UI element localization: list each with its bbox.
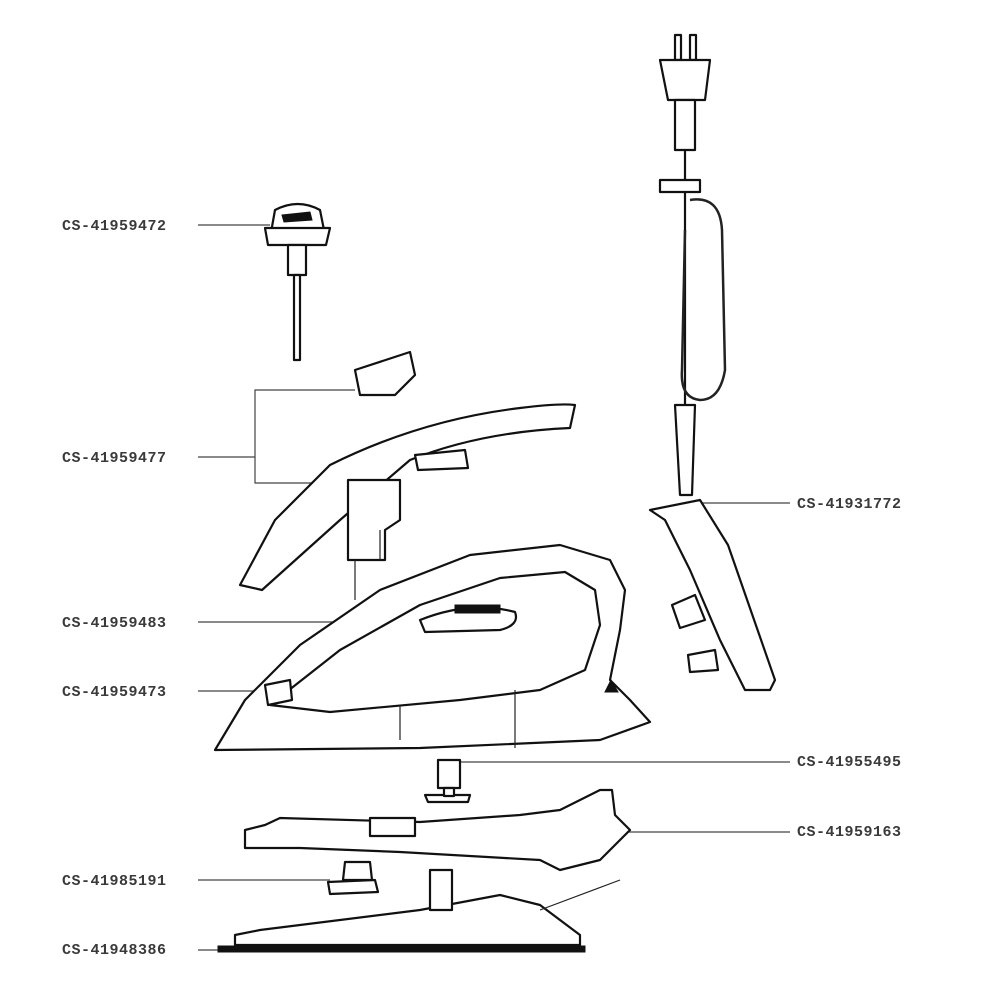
label-valve: CS-41955495 bbox=[797, 754, 902, 771]
iron-body-part bbox=[213, 543, 652, 752]
valve-part bbox=[423, 758, 472, 804]
label-soleplate: CS-41948386 bbox=[62, 942, 167, 959]
thermostat-knob-part bbox=[263, 202, 332, 362]
soleplate-part bbox=[217, 868, 621, 953]
leader-lines bbox=[198, 224, 790, 951]
label-power-cord: CS-41931772 bbox=[797, 496, 902, 513]
skirt-part bbox=[243, 788, 632, 872]
label-skirt: CS-41959163 bbox=[797, 824, 902, 841]
anti-scale-plug-part bbox=[326, 860, 380, 896]
label-water-tank: CS-41959483 bbox=[62, 615, 167, 632]
label-spray-nozzle: CS-41959473 bbox=[62, 684, 167, 701]
power-cord-part bbox=[648, 33, 777, 692]
label-thermostat-knob: CS-41959472 bbox=[62, 218, 167, 235]
handle-cover-part bbox=[238, 350, 577, 600]
label-anti-scale-plug: CS-41985191 bbox=[62, 873, 167, 890]
label-handle-cover: CS-41959477 bbox=[62, 450, 167, 467]
